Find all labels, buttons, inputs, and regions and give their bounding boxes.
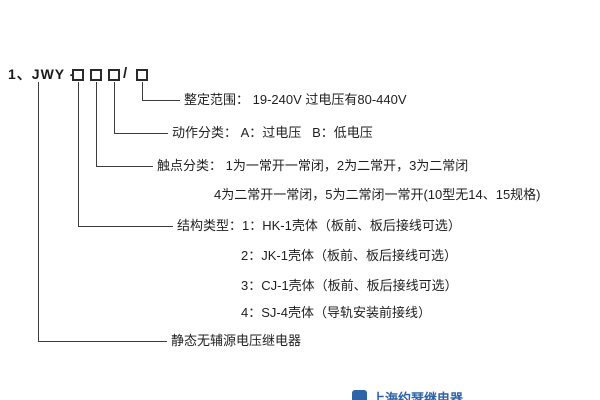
action-class-line: 动作分类： A：过电压 B：低电压: [172, 125, 373, 140]
model-box-2: [90, 69, 102, 81]
connector-v-structure-type: [78, 82, 79, 226]
connector-v-setting-range: [142, 82, 143, 100]
connector-h-action-class: [114, 133, 168, 134]
model-box-1: [72, 69, 84, 81]
model-code-prefix: 1、JWY -: [8, 66, 81, 82]
connector-h-contact-class: [96, 166, 153, 167]
connector-v-contact-class: [96, 82, 97, 166]
model-box-4: [136, 69, 148, 81]
connector-h-setting-range: [142, 100, 180, 101]
watermark-logo-icon: [352, 390, 367, 400]
contact-class-line-1: 触点分类： 1为一常开一常闭，2为二常开，3为二常闭: [157, 158, 469, 173]
model-slash: /: [123, 65, 128, 82]
structure-type-line-1: 结构类型：1：HK-1壳体（板前、板后接线可选）: [177, 218, 461, 233]
connector-h-product-name: [38, 341, 167, 342]
watermark: 上海约瑟继电器: [352, 388, 463, 400]
contact-class-line-2: 4为二常开一常闭，5为二常闭一常开(10型无14、15规格): [214, 187, 541, 202]
structure-type-line-2: 2：JK-1壳体（板前、板后接线可选）: [241, 248, 457, 263]
product-name-line: 静态无辅源电压继电器: [171, 333, 302, 348]
model-box-3: [108, 69, 120, 81]
connector-h-structure-type: [78, 226, 173, 227]
structure-type-line-3: 3：CJ-1壳体（板前、板后接线可选）: [241, 278, 458, 293]
watermark-text: 上海约瑟继电器: [372, 391, 464, 400]
structure-type-line-4: 4：SJ-4壳体（导轨安装前接线）: [241, 305, 431, 320]
connector-v-action-class: [114, 82, 115, 133]
setting-range-line: 整定范围： 19-240V 过电压有80-440V: [184, 92, 407, 107]
connector-v-product-name: [38, 82, 39, 341]
